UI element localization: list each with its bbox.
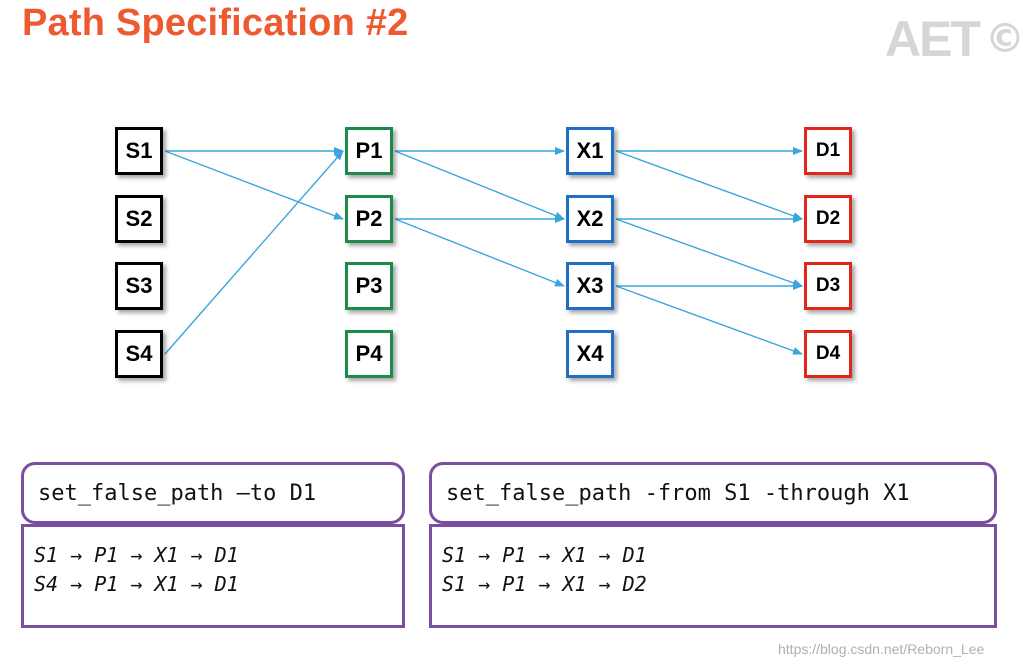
result-box-2: S1 → P1 → X1 → D1 S1 → P1 → X1 → D2 <box>429 524 997 628</box>
node-p1: P1 <box>345 127 393 175</box>
node-p4: P4 <box>345 330 393 378</box>
node-s3: S3 <box>115 262 163 310</box>
result-path: S4 → P1 → X1 → D1 <box>34 572 239 596</box>
result-path: S1 → P1 → X1 → D1 <box>442 543 647 567</box>
arrow-x3-d4 <box>615 285 803 355</box>
command-text-1: set_false_path –to D1 <box>38 480 317 506</box>
logo-mark-icon: © <box>985 16 1023 58</box>
result-box-1: S1 → P1 → X1 → D1 S4 → P1 → X1 → D1 <box>21 524 405 628</box>
arrow-s1-p2 <box>164 150 344 220</box>
node-d1: D1 <box>804 127 852 175</box>
command-text-2: set_false_path -from S1 -through X1 <box>446 480 910 506</box>
node-x2: X2 <box>566 195 614 243</box>
page-title: Path Specification #2 <box>22 2 409 44</box>
node-p2: P2 <box>345 195 393 243</box>
node-x4: X4 <box>566 330 614 378</box>
node-x3: X3 <box>566 262 614 310</box>
result-path: S1 → P1 → X1 → D2 <box>442 572 647 596</box>
node-s1: S1 <box>115 127 163 175</box>
node-s4: S4 <box>115 330 163 378</box>
command-box-2: set_false_path -from S1 -through X1 <box>429 462 997 524</box>
arrow-p2-x3 <box>394 218 565 287</box>
command-box-1: set_false_path –to D1 <box>21 462 405 524</box>
arrow-s4-p1 <box>164 150 344 355</box>
watermark: https://blog.csdn.net/Reborn_Lee <box>778 641 985 657</box>
node-p3: P3 <box>345 262 393 310</box>
aet-logo: AET <box>885 11 981 67</box>
arrow-x2-d3 <box>615 218 803 287</box>
node-d2: D2 <box>804 195 852 243</box>
node-x1: X1 <box>566 127 614 175</box>
node-d4: D4 <box>804 330 852 378</box>
node-s2: S2 <box>115 195 163 243</box>
result-path: S1 → P1 → X1 → D1 <box>34 543 239 567</box>
arrow-p1-x2 <box>394 150 565 220</box>
node-d3: D3 <box>804 262 852 310</box>
arrow-x1-d2 <box>615 150 803 220</box>
